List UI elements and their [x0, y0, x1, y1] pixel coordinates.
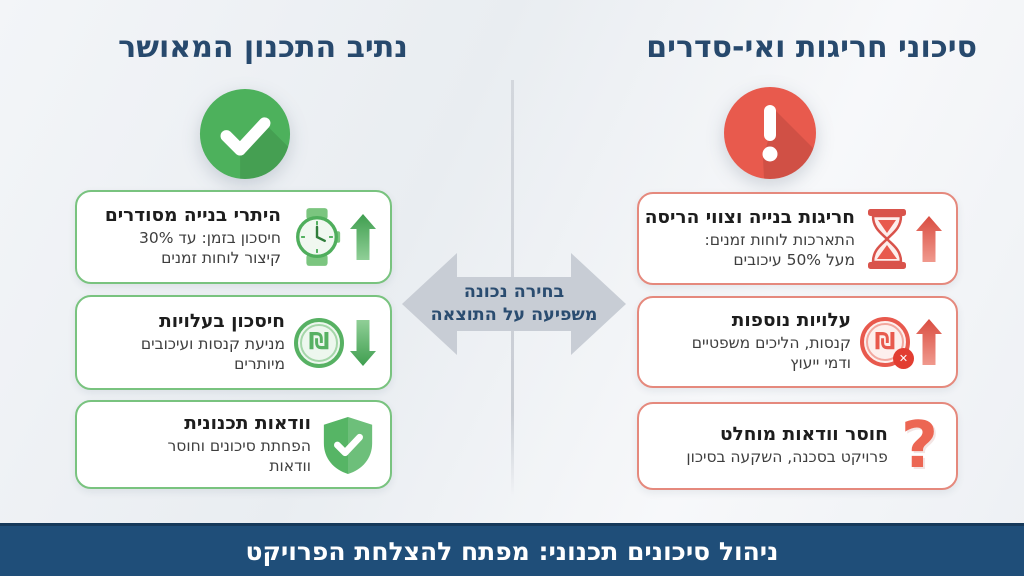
card-text: היתרי בנייה מסודרים חיסכון בזמן: עד 30% …	[91, 205, 281, 269]
card-building-violations: חריגות בנייה וצווי הריסה התארכות לוחות ז…	[637, 192, 958, 285]
card-title: חריגות בנייה וצווי הריסה	[644, 206, 855, 228]
footer-banner: ניהול סיכונים תכנוני: מפתח להצלחת הפרויק…	[0, 523, 1024, 576]
card-text: חיסכון בעלויות מניעת קנסות ועיכובים מיות…	[91, 311, 285, 375]
arrow-up-icon	[916, 319, 942, 365]
choice-arrow-line1: בחירה נכונה	[463, 282, 565, 303]
card-title: חיסכון בעלויות	[159, 310, 285, 332]
hourglass-icon	[868, 208, 906, 269]
x-badge-icon: ✕	[893, 348, 914, 369]
card-body: מניעת קנסות ועיכובים מיותרים	[140, 334, 285, 373]
choice-arrow: בחירה נכונה משפיעה על התוצאה	[402, 252, 626, 356]
card-additional-costs: ₪ ✕ עלויות נוספות קנסות, הליכים משפטיים …	[637, 296, 958, 388]
arrow-down-icon	[350, 319, 376, 366]
coin-ring	[300, 323, 338, 362]
card-text: עלויות נוספות קנסות, הליכים משפטיים ודמי…	[653, 310, 851, 374]
card-text: חוסר וודאות מוחלט פרויקט בסכנה, השקעה בס…	[653, 424, 888, 468]
card-total-uncertainty: ? חוסר וודאות מוחלט פרויקט בסכנה, השקעה …	[637, 402, 958, 490]
card-title: חוסר וודאות מוחלט	[719, 424, 888, 446]
card-body: קנסות, הליכים משפטיים ודמי ייעוץ	[691, 334, 851, 372]
choice-arrow-line2: משפיעה על התוצאה	[430, 305, 598, 325]
left-column-title: נתיב התכנון המאושר	[118, 30, 408, 65]
shekel-coin-x-icon: ₪ ✕	[860, 317, 914, 369]
card-title: וודאות תכנונית	[184, 412, 311, 434]
card-body: פרויקט בסכנה, השקעה בסיכון	[686, 448, 888, 467]
card-body: התארכות לוחות זמנים: מעל 50% עיכובים	[704, 230, 855, 269]
footer-text: ניהול סיכונים תכנוני: מפתח להצלחת הפרויק…	[245, 536, 779, 566]
alert-circle-icon	[722, 85, 818, 185]
card-icon-cluster: ₪ ✕	[860, 317, 942, 369]
card-icon-cluster	[864, 208, 942, 269]
shekel-coin-icon: ₪	[294, 317, 344, 368]
choice-arrow-text: בחירה נכונה משפיעה על התוצאה	[402, 252, 626, 356]
shield-check-icon	[323, 416, 373, 474]
question-mark-icon: ?	[900, 409, 938, 483]
watch-icon	[296, 208, 341, 266]
card-title: היתרי בנייה מסודרים	[104, 205, 281, 227]
card-body: חיסכון בזמן: עד 30% קיצור לוחות זמנים	[139, 229, 281, 267]
card-icon-cluster: ?	[897, 414, 942, 478]
double-arrow-icon	[402, 253, 626, 355]
card-icon-cluster: ₪	[294, 317, 376, 368]
card-icon-cluster	[290, 208, 376, 266]
arrow-up-icon	[350, 214, 376, 260]
card-text: וודאות תכנונית הפחתת סיכונים וחוסר וודאו…	[91, 413, 311, 477]
check-circle-icon	[198, 87, 292, 185]
card-body: הפחתת סיכונים וחוסר וודאות	[167, 436, 311, 475]
card-title: עלויות נוספות	[731, 310, 851, 332]
card-building-permits: היתרי בנייה מסודרים חיסכון בזמן: עד 30% …	[75, 190, 392, 284]
card-icon-cluster	[320, 415, 376, 475]
card-cost-savings: ₪ חיסכון בעלויות מניעת קנסות ועיכובים מי…	[75, 295, 392, 390]
right-column-title: סיכוני חריגות ואי-סדרים	[646, 30, 977, 65]
card-text: חריגות בנייה וצווי הריסה התארכות לוחות ז…	[645, 207, 855, 271]
arrow-up-icon	[916, 215, 942, 262]
card-planning-certainty: וודאות תכנונית הפחתת סיכונים וחוסר וודאו…	[75, 400, 392, 489]
coin-ring	[866, 323, 904, 361]
